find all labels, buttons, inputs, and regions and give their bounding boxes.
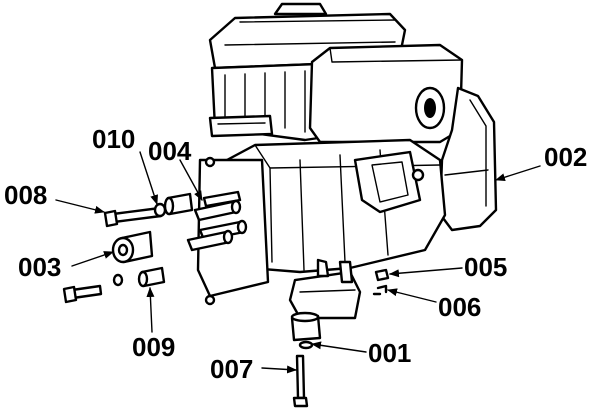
leader-007 (261, 365, 297, 374)
label-008: 008 (4, 180, 47, 210)
label-001: 001 (368, 338, 411, 368)
leader-004 (179, 159, 203, 201)
small-washer (112, 273, 124, 287)
label-004: 004 (148, 136, 192, 166)
leader-005 (389, 267, 463, 278)
part-001-mount (290, 311, 322, 350)
muffler-guard (438, 86, 498, 232)
leader-006 (387, 288, 437, 303)
leader-010 (139, 151, 159, 205)
part-007-bolt (292, 354, 309, 408)
label-009: 009 (132, 332, 175, 362)
part-005-nut (374, 268, 390, 282)
leader-002 (495, 165, 541, 182)
leader-009 (146, 287, 155, 333)
label-002: 002 (544, 142, 587, 172)
label-010: 010 (92, 124, 135, 154)
label-005: 005 (464, 252, 507, 282)
part-009-spacer (137, 266, 166, 288)
part-006-clip (372, 284, 388, 296)
part-008-bolt (103, 206, 163, 228)
part-010-washer (153, 202, 167, 218)
callout-labels: 010 004 008 003 009 002 005 006 001 007 (4, 124, 587, 384)
engine-assembly (186, 2, 498, 320)
engine-base (288, 258, 362, 320)
lower-left-bolt (62, 284, 103, 304)
leader-lines (55, 151, 541, 374)
leader-003 (71, 251, 114, 267)
part-003-collar (111, 230, 154, 264)
leader-008 (55, 199, 105, 214)
label-006: 006 (438, 292, 481, 322)
label-003: 003 (18, 252, 61, 282)
label-007: 007 (210, 354, 253, 384)
crankshaft-studs (186, 190, 248, 252)
leader-001 (311, 341, 367, 353)
air-cleaner (308, 43, 464, 144)
part-004-spacer (163, 192, 194, 216)
